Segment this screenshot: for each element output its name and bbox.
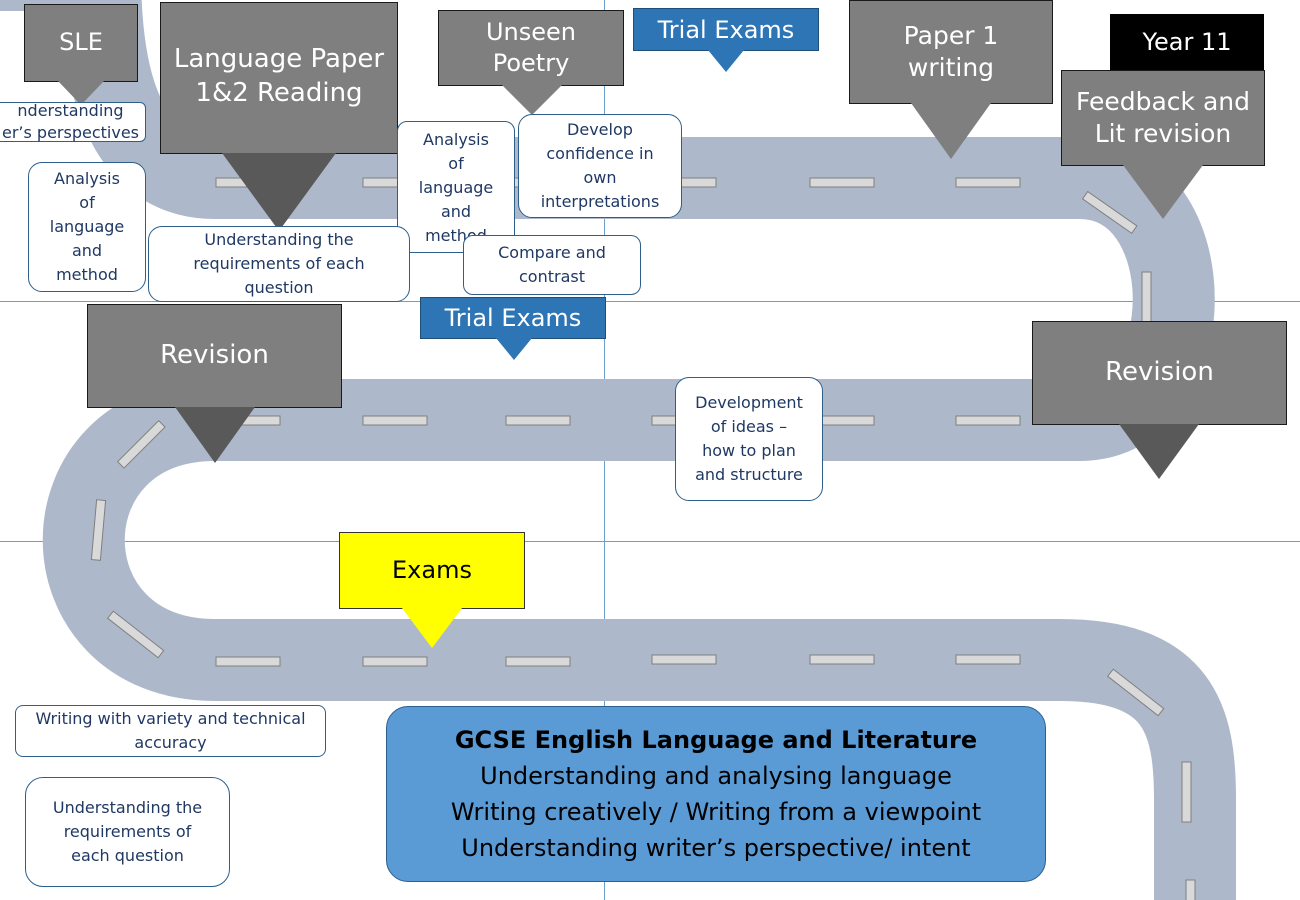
revision-left-arrow xyxy=(175,407,255,463)
analysis-left-note: Analysis of language and method xyxy=(28,162,146,292)
unseen-poetry-arrow xyxy=(502,85,562,115)
paper1-writing-label: Paper 1 writing xyxy=(903,20,999,83)
road-dash xyxy=(505,656,571,667)
understanding-perspectives-text: nderstanding er’s perspectives xyxy=(1,101,139,142)
revision-left-milestone: Revision xyxy=(87,304,342,408)
revision-right-label: Revision xyxy=(1105,357,1214,388)
sle-milestone: SLE xyxy=(24,4,138,82)
trial-exams-top-label: Trial Exams xyxy=(657,15,795,44)
requirements-bottom-text: Understanding the requirements of each q… xyxy=(52,798,203,865)
year-11-label: Year 11 xyxy=(1142,28,1232,57)
understanding-perspectives-note: nderstanding er’s perspectives xyxy=(0,101,146,142)
analysis-left-text: Analysis of language and method xyxy=(49,169,125,284)
road-dash xyxy=(1141,271,1152,325)
writing-variety-note: Writing with variety and technical accur… xyxy=(15,705,326,757)
exams-arrow xyxy=(402,608,462,648)
compare-contrast-note: Compare and contrast xyxy=(463,235,641,295)
analysis-mid-text: Analysis of language and method xyxy=(418,130,494,245)
road-dash xyxy=(1185,879,1196,900)
road-dash xyxy=(362,415,428,426)
gcse-summary-line: Understanding writer’s perspective/ inte… xyxy=(461,834,971,862)
language-reading-label: Language Paper 1&2 Reading xyxy=(173,44,385,108)
development-text: Development of ideas – how to plan and s… xyxy=(695,393,803,484)
confidence-text: Develop confidence in own interpretation… xyxy=(540,120,660,211)
road-dash xyxy=(955,415,1021,426)
requirements-bottom-note: Understanding the requirements of each q… xyxy=(25,777,230,887)
unseen-poetry-milestone: Unseen Poetry xyxy=(438,10,624,86)
language-reading-milestone: Language Paper 1&2 Reading xyxy=(160,2,398,154)
revision-right-milestone: Revision xyxy=(1032,321,1287,425)
paper1-writing-milestone: Paper 1 writing xyxy=(849,0,1053,104)
sle-arrow xyxy=(58,81,104,105)
compare-contrast-text: Compare and contrast xyxy=(498,243,606,286)
year-11-label-box: Year 11 xyxy=(1110,14,1264,72)
gcse-summary-box: GCSE English Language and Literature Und… xyxy=(386,706,1046,882)
unseen-poetry-label: Unseen Poetry xyxy=(485,17,577,77)
guide-line-horizontal-lower xyxy=(0,541,1300,542)
trial-exams-top: Trial Exams xyxy=(633,8,819,51)
feedback-label: Feedback and Lit revision xyxy=(1075,86,1251,149)
paper1-writing-arrow xyxy=(911,103,991,159)
revision-right-arrow xyxy=(1119,424,1199,479)
requirements-top-note: Understanding the requirements of each q… xyxy=(148,226,410,302)
sle-label: SLE xyxy=(59,28,103,57)
exams-label: Exams xyxy=(392,555,472,584)
gcse-summary-line: Writing creatively / Writing from a view… xyxy=(450,798,982,826)
development-note: Development of ideas – how to plan and s… xyxy=(675,377,823,501)
road-dash xyxy=(90,499,107,561)
road-dash xyxy=(362,656,428,667)
road-dash xyxy=(505,415,571,426)
writing-variety-text: Writing with variety and technical accur… xyxy=(35,709,306,752)
road-dash xyxy=(1181,761,1192,823)
trial-exams-middle: Trial Exams xyxy=(420,297,606,339)
gcse-summary-line: Understanding and analysing language xyxy=(480,762,952,790)
language-reading-arrow xyxy=(222,153,336,231)
revision-left-label: Revision xyxy=(160,340,269,371)
road-dash xyxy=(215,656,281,667)
analysis-mid-note: Analysis of language and method xyxy=(397,121,515,253)
road-dash xyxy=(116,419,166,469)
trial-exams-top-arrow xyxy=(708,50,744,72)
road-dash xyxy=(1081,190,1138,234)
confidence-note: Develop confidence in own interpretation… xyxy=(518,114,682,218)
guide-line-horizontal-upper xyxy=(0,301,1300,302)
road-dash xyxy=(955,177,1021,188)
feedback-milestone: Feedback and Lit revision xyxy=(1061,70,1265,166)
feedback-arrow xyxy=(1123,165,1203,219)
exams-milestone: Exams xyxy=(339,532,525,609)
road-dash xyxy=(955,654,1021,665)
trial-exams-middle-label: Trial Exams xyxy=(444,304,582,332)
requirements-top-text: Understanding the requirements of each q… xyxy=(193,230,365,297)
road-dash xyxy=(809,177,875,188)
road-dash xyxy=(107,610,165,659)
road-dash xyxy=(651,654,717,665)
trial-exams-middle-arrow xyxy=(496,338,532,360)
gcse-summary-title: GCSE English Language and Literature xyxy=(454,726,978,754)
road-dash xyxy=(1107,668,1165,717)
road-dash xyxy=(809,654,875,665)
